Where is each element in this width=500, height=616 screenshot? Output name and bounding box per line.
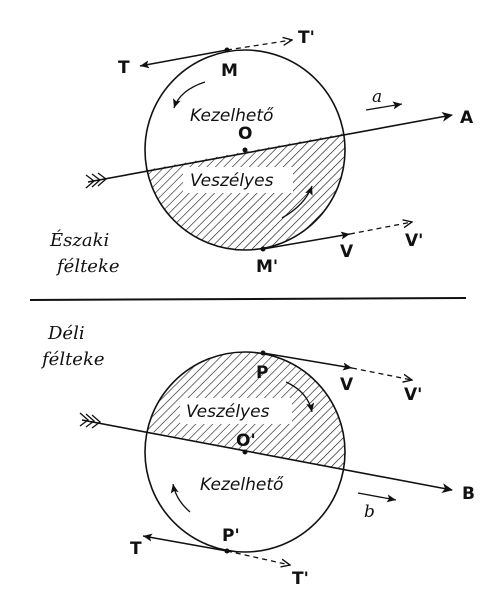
south-vector-v-prime — [351, 367, 412, 380]
south-direction-end-label: B — [462, 484, 475, 504]
north-vector-v-label: V — [340, 242, 354, 262]
north-vector-v-prime-label: V' — [405, 231, 423, 251]
south-vector-t-prime-label: T' — [292, 569, 309, 589]
south-point-top-label: P — [256, 363, 268, 383]
north-rotation-arrow-upper — [173, 81, 206, 109]
south-vector-v — [262, 352, 353, 371]
south-vector-t-label: T — [130, 539, 142, 559]
northern-hemisphere-diagram: O T T' M Kezelhető Veszélyes V V' M' a A… — [49, 28, 474, 277]
north-storm-path-line — [87, 111, 453, 183]
south-storm-path-line — [81, 419, 453, 494]
south-point-bottom-label: P' — [222, 526, 240, 546]
north-vector-t — [139, 49, 228, 69]
south-center-label: O' — [236, 431, 256, 451]
north-point-top-label: M — [221, 61, 238, 81]
south-danger-zone-label-bg — [180, 398, 292, 424]
south-rotation-arrow-lower — [170, 483, 191, 513]
south-vector-t-prime — [226, 550, 290, 565]
north-safe-zone-label: Kezelhető — [190, 106, 274, 126]
north-motion-vector — [365, 101, 403, 111]
north-hemisphere-label-line1: Északi — [49, 228, 109, 251]
south-rotation-arrow-upper — [285, 381, 315, 413]
north-motion-vector-label: a — [372, 87, 382, 107]
south-danger-zone-label: Veszélyes — [186, 402, 270, 422]
north-rotation-arrow-lower — [281, 185, 313, 219]
north-vector-t-prime — [226, 40, 292, 51]
north-danger-zone-label: Veszélyes — [190, 171, 274, 191]
north-center-label: O — [238, 124, 252, 144]
south-center-dot — [242, 449, 248, 455]
north-path-tail-icon — [85, 172, 108, 189]
north-vector-v-prime — [349, 222, 412, 235]
north-direction-end-label: A — [460, 108, 474, 128]
south-motion-vector-label: b — [364, 502, 375, 522]
south-hemisphere-label-line2: félteke — [40, 349, 105, 370]
south-path-tail-icon — [79, 412, 102, 429]
north-center-dot — [242, 147, 248, 153]
north-point-bottom-label: M' — [256, 257, 278, 277]
north-vector-v — [262, 231, 351, 250]
north-hemisphere-label-line2: félteke — [55, 256, 120, 277]
north-storm-circle — [144, 49, 346, 251]
hemisphere-divider — [29, 297, 467, 301]
north-danger-zone-hatch — [145, 112, 345, 250]
south-hemisphere-label-line1: Déli — [47, 323, 85, 344]
north-danger-zone-label-bg — [183, 167, 293, 193]
north-vector-t-prime-label: T' — [298, 28, 315, 48]
south-vector-v-prime-label: V' — [404, 385, 422, 405]
south-vector-t — [142, 533, 228, 552]
south-vector-v-label: V — [340, 375, 354, 395]
south-motion-vector — [357, 492, 397, 503]
north-vector-t-label: T — [118, 58, 130, 78]
southern-hemisphere-diagram: O' V V' P Veszélyes Kezelhető T T' P' b … — [40, 323, 475, 589]
south-storm-circle — [144, 351, 346, 553]
south-safe-zone-label: Kezelhető — [200, 475, 284, 495]
